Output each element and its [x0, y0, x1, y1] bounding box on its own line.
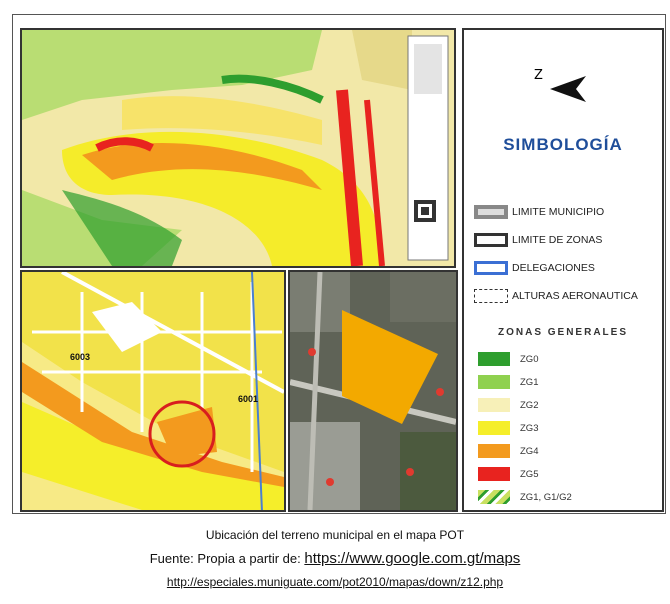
legend-item-delegaciones: DELEGACIONES	[474, 261, 595, 275]
north-arrow-icon	[550, 76, 586, 102]
delegation-swatch	[474, 261, 508, 275]
legend-item-alturas: ALTURAS AERONAUTICA	[474, 289, 638, 303]
zone-label: ZG0	[520, 353, 539, 365]
zone-legend-item: ZG4	[478, 444, 538, 458]
caption-title: Ubicación del terreno municipal en el ma…	[205, 528, 465, 542]
zone-label-6003: 6003	[70, 352, 91, 362]
legend-item-limite-zonas: LIMITE DE ZONAS	[474, 233, 602, 247]
pot-zoom-graphic	[22, 272, 284, 510]
pot-overview-map[interactable]	[20, 28, 456, 268]
zone-legend-item: ZG1, G1/G2	[478, 490, 572, 504]
zone-label: ZG1	[520, 376, 539, 388]
zone-label: ZG2	[520, 399, 539, 411]
zone-label: ZG1, G1/G2	[520, 491, 572, 503]
zone-label: ZG4	[520, 445, 539, 457]
aerial-graphic	[290, 272, 456, 510]
pot-zoom-map[interactable]: 6003 6001	[20, 270, 286, 512]
municipal-limit-swatch	[474, 205, 508, 219]
zone-legend-item: ZG0	[478, 352, 538, 366]
aeronautical-heights-swatch	[474, 289, 508, 303]
zone-legend-item: ZG1	[478, 375, 538, 389]
legend-title: SIMBOLOGÍA	[503, 135, 623, 154]
zone-swatch	[478, 444, 510, 458]
zone-legend-item: ZG5	[478, 467, 538, 481]
zone-legend-item: ZG2	[478, 398, 538, 412]
zone-label: ZG5	[520, 468, 539, 480]
zone-swatch	[478, 421, 510, 435]
zone-swatch	[478, 490, 510, 504]
zone-swatch	[478, 375, 510, 389]
zone-swatch	[478, 467, 510, 481]
source-prefix: Fuente: Propia a partir de:	[149, 551, 305, 566]
zones-title: ZONAS GENERALES	[497, 327, 628, 338]
map-legend: Z SIMBOLOGÍA LIMITE MUNICIPIO LIMITE DE …	[462, 28, 664, 512]
zone-label-6001: 6001	[238, 394, 259, 404]
legend-item-limite-municipio: LIMITE MUNICIPIO	[474, 205, 604, 219]
muniguate-link[interactable]: http://especiales.muniguate.com/pot2010/…	[166, 575, 504, 589]
zone-swatch	[478, 352, 510, 366]
zone-legend-item: ZG3	[478, 421, 538, 435]
aerial-satellite-map[interactable]	[288, 270, 458, 512]
google-maps-link[interactable]: https://www.google.com.gt/maps	[304, 550, 521, 567]
zone-label: ZG3	[520, 422, 539, 434]
zone-swatch	[478, 398, 510, 412]
zone-limit-swatch	[474, 233, 508, 247]
pot-overview-graphic	[22, 30, 454, 266]
caption-source: Fuente: Propia a partir de: https://www.…	[0, 550, 670, 567]
north-label: Z	[534, 68, 543, 83]
